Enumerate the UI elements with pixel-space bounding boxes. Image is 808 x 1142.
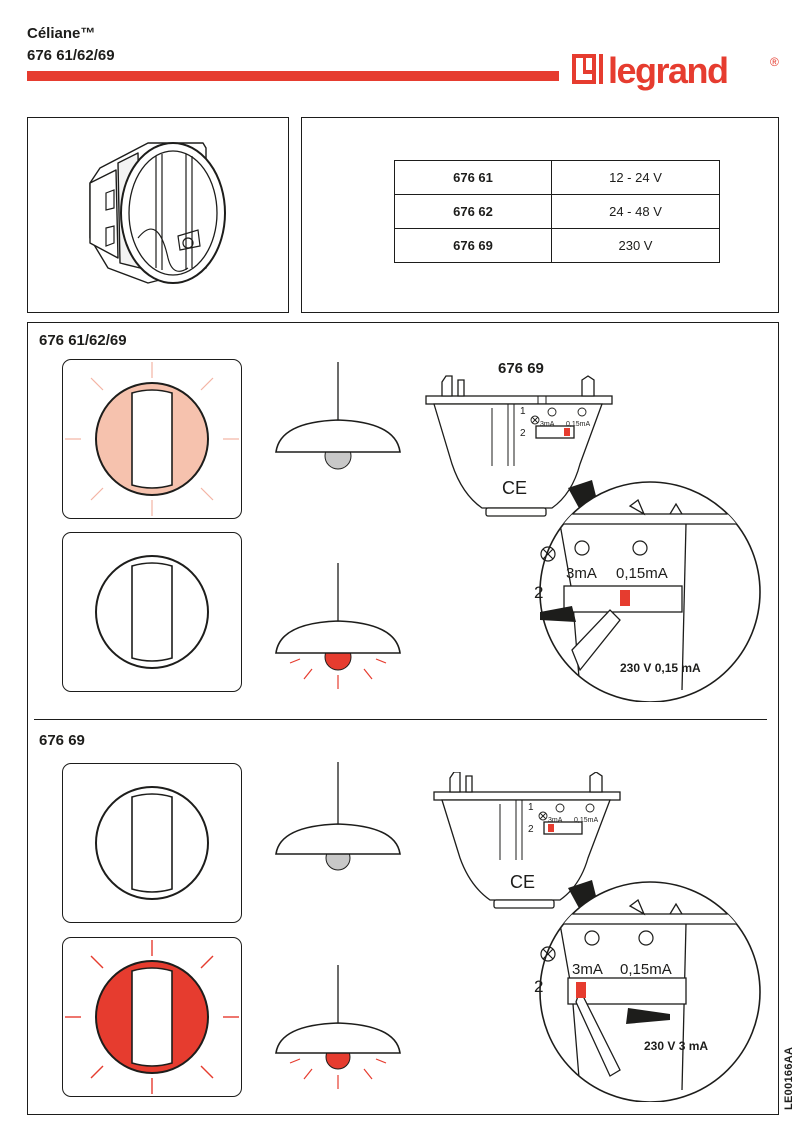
table-row: 676 61 12 - 24 V [394, 160, 720, 195]
indicator-x-icon [538, 811, 548, 821]
selector-red-indicator [620, 590, 630, 606]
bulb-bright-icon [584, 930, 600, 946]
legrand-logo: legrand ® [572, 48, 787, 96]
switch-rocker [131, 793, 173, 893]
mechanism-illustration [89, 142, 226, 284]
pendant-lamp-off [275, 762, 401, 871]
push-arrow-icon [626, 1008, 670, 1024]
bulb-bright-icon [574, 540, 590, 556]
product-image-box [27, 117, 289, 313]
bulb-dim-icon [638, 930, 654, 946]
section-title-all: 676 61/62/69 [39, 332, 127, 349]
switch-panel-dark [62, 763, 242, 923]
spec-voltage: 12 - 24 V [551, 160, 720, 195]
position-2-label: 2 [534, 583, 543, 602]
ce-mark: CE [510, 872, 535, 892]
indicator-x-icon [540, 546, 556, 562]
position-1-label: 1 [528, 802, 534, 813]
table-row: 676 62 24 - 48 V [394, 194, 720, 229]
ce-mark: CE [502, 478, 527, 498]
current-3ma-label: 3mA [566, 565, 597, 582]
current-015ma-small: 0,15mA [566, 421, 590, 428]
bulb-dim-icon [632, 540, 648, 556]
selector-red-indicator [548, 824, 554, 832]
brand-wordmark: legrand [608, 50, 728, 91]
selector-red-indicator [576, 982, 586, 998]
installation-diagram-box [27, 322, 779, 1115]
spec-voltage: 24 - 48 V [551, 194, 720, 229]
module-code-label: 676 69 [498, 360, 544, 377]
bulb-dim-icon [585, 803, 595, 813]
pendant-lamp-off [275, 362, 401, 470]
table-row: 676 69 230 V [394, 228, 720, 263]
current-015ma-label: 0,15mA [616, 565, 668, 582]
switch-panel-dark [62, 532, 242, 692]
setting-caption: 230 V 3 mA [644, 1039, 708, 1053]
product-references: 676 61/62/69 [27, 47, 115, 64]
position-1-label: 1 [520, 406, 526, 417]
selector-red-indicator [564, 428, 570, 436]
document-reference: LE00166AA [783, 1046, 795, 1110]
bulb-bright-icon [547, 407, 557, 417]
switch-rocker [131, 562, 173, 662]
current-3ma-label: 3mA [572, 961, 603, 978]
bulb-bright-icon [555, 803, 565, 813]
voltage-spec-table: 676 61 12 - 24 V 676 62 24 - 48 V 676 69… [394, 160, 720, 263]
current-3ma-small: 3mA [540, 421, 555, 428]
header-red-bar [27, 71, 559, 81]
current-015ma-label: 0,15mA [620, 961, 672, 978]
indicator-x-icon [530, 415, 540, 425]
bulb-dim-icon [577, 407, 587, 417]
spec-code: 676 61 [394, 160, 552, 195]
selector-detail-magnifier: 2 3mA 0,15mA 230 V 3 mA [534, 880, 761, 1102]
spec-code: 676 62 [394, 194, 552, 229]
pendant-lamp-on [275, 965, 401, 1089]
registered-mark: ® [770, 55, 779, 69]
module-rear-view: 1 2 3mA 0,15mA CE [425, 375, 613, 517]
module-rear-view: 1 2 3mA 0,15mA CE [433, 772, 621, 909]
legrand-mark-icon [572, 54, 603, 84]
current-015ma-small: 0,15mA [574, 817, 598, 824]
position-2-label: 2 [534, 977, 543, 996]
position-2-label: 2 [528, 824, 534, 835]
product-name: Céliane™ [27, 25, 96, 42]
switch-rocker [131, 967, 173, 1067]
setting-caption: 230 V 0,15 mA [620, 661, 701, 675]
switch-panel-lit [62, 359, 242, 519]
spec-voltage: 230 V [551, 228, 720, 263]
indicator-x-icon [540, 946, 556, 962]
switch-rocker [131, 389, 173, 489]
current-3ma-small: 3mA [548, 817, 563, 824]
spec-table-box [301, 117, 779, 313]
push-arrow-icon [540, 606, 576, 622]
section-divider [34, 719, 767, 720]
spec-code: 676 69 [394, 228, 552, 263]
glow-rays [65, 362, 239, 516]
pendant-lamp-on [275, 563, 401, 689]
section-title-67669: 676 69 [39, 732, 85, 749]
position-2-label: 2 [520, 428, 526, 439]
selector-detail-magnifier: 2 3mA 0,15mA 230 V 0,15 mA [534, 480, 761, 702]
glow-rays [65, 940, 239, 1094]
switch-panel-lit-strong [62, 937, 242, 1097]
